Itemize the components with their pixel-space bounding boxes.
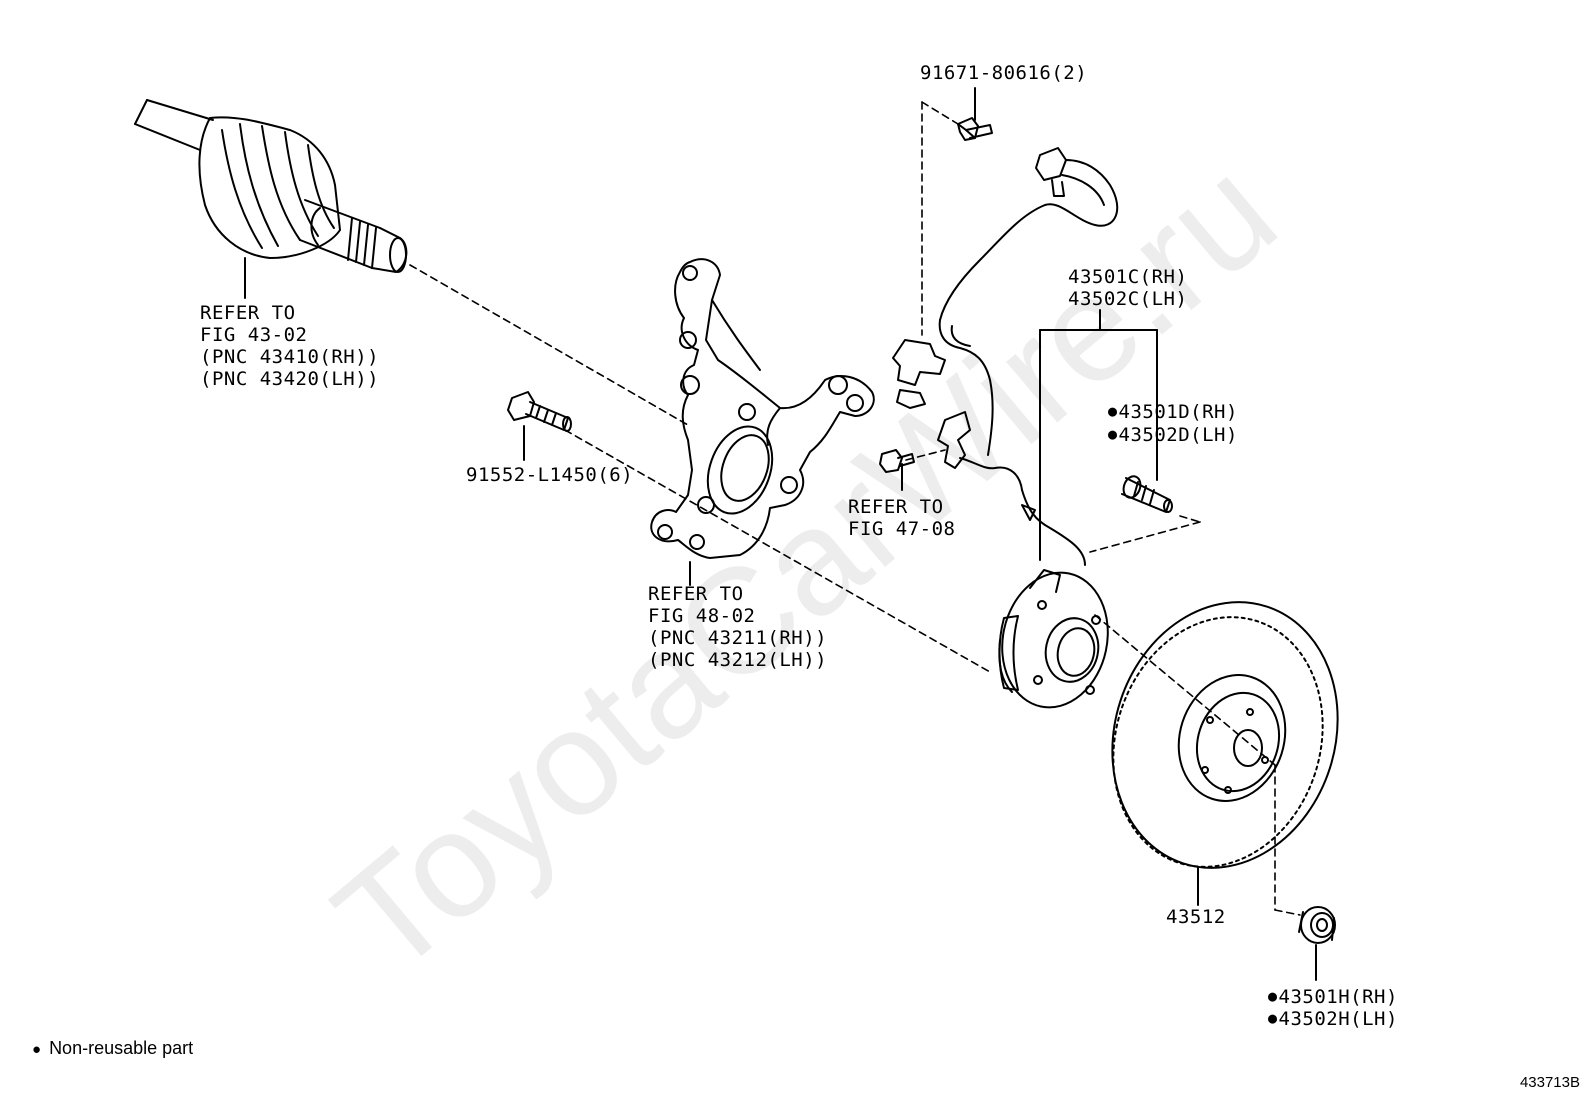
hub-assy-lh-label: 43502C(LH) [1068,288,1188,310]
sensor-ref-line1: REFER TO [848,496,944,518]
hub-bolt-part [1121,475,1173,513]
hub-bolt-lh-label: 43502D(LH) [1108,423,1238,446]
leader-lines [1039,309,1158,561]
hub-assembly [998,569,1109,709]
alignment-lines [409,101,1301,916]
sensor-bolt-label: 91671-80616(2) [920,62,1088,84]
sensor-ref-line2: FIG 47-08 [848,518,956,540]
hub-nut-rh-label: 43501H(RH) [1268,985,1398,1008]
knuckle-ref-line2: FIG 48-02 [648,605,756,627]
legend: ● Non-reusable part [32,1038,193,1059]
non-reusable-bullet-icon: ● [32,1041,42,1058]
hub-bolt-rh-label: 43501D(RH) [1108,400,1238,423]
hub-assy-rh-label: 43501C(RH) [1068,266,1188,288]
disc-label: 43512 [1166,906,1226,928]
knuckle-ref-line1: REFER TO [648,583,744,605]
steering-knuckle [650,258,875,586]
brake-disc [1111,601,1339,906]
diagram-number: 433713B [1519,1074,1580,1091]
sensor-bolt-part [957,87,993,141]
bracket-bolt-part [879,449,915,491]
knuckle-bolt-label: 91552-L1450(6) [466,464,634,486]
hub-nut-lh-label: 43502H(LH) [1268,1007,1398,1030]
drive-shaft [134,99,408,299]
driveshaft-ref-line2: FIG 43-02 [200,324,308,346]
legend-label: Non-reusable part [49,1038,194,1058]
driveshaft-ref-line4: (PNC 43420(LH)) [200,368,380,390]
knuckle-bolt-part [507,391,572,461]
hub-nut-part [1298,906,1336,981]
knuckle-ref-line3: (PNC 43211(RH)) [648,627,828,649]
abs-sensor-wire [892,147,1119,566]
knuckle-ref-line4: (PNC 43212(LH)) [648,649,828,671]
driveshaft-ref-line3: (PNC 43410(RH)) [200,346,380,368]
driveshaft-ref-line1: REFER TO [200,302,296,324]
